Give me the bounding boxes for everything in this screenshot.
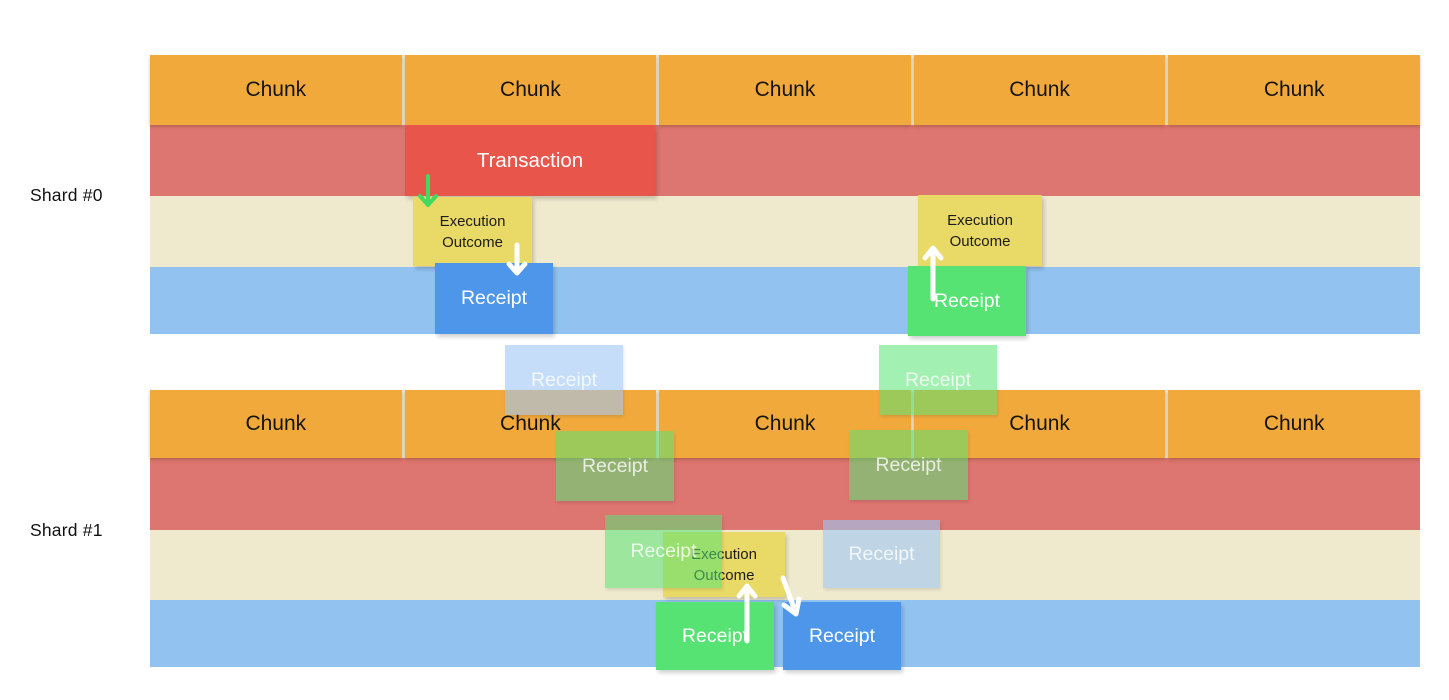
shard0-outcome-band bbox=[150, 196, 1420, 267]
receipt-box-faded-green-to-shard0: Receipt bbox=[879, 345, 997, 415]
shard0-chunk-1: Chunk bbox=[150, 55, 402, 125]
shard0-chunk-5: Chunk bbox=[1168, 55, 1420, 125]
shard1-transaction-band bbox=[150, 458, 1420, 530]
shard0-receipt-band bbox=[150, 267, 1420, 334]
execution-outcome-box-shard0-left: Execution Outcome bbox=[413, 197, 532, 266]
receipt-box-faded-shard1-chunk-left: Receipt bbox=[556, 431, 674, 501]
receipt-box-faded-shard1-chunk-right: Receipt bbox=[849, 430, 968, 500]
receipt-box-blue-shard1: Receipt bbox=[783, 602, 901, 670]
shard0-chunk-row: Chunk Chunk Chunk Chunk Chunk bbox=[150, 55, 1420, 125]
receipt-box-faded-blue-shard1: Receipt bbox=[823, 520, 940, 588]
receipt-box-green-shard1: Receipt bbox=[656, 602, 774, 670]
execution-outcome-box-shard0-right: Execution Outcome bbox=[918, 195, 1042, 266]
shard0-chunk-4: Chunk bbox=[913, 55, 1166, 125]
shard0-chunk-3: Chunk bbox=[659, 55, 911, 125]
shard0-label: Shard #0 bbox=[30, 185, 103, 205]
shard1-label: Shard #1 bbox=[30, 520, 103, 540]
transaction-box: Transaction bbox=[405, 125, 655, 196]
shard1-chunk-1: Chunk bbox=[150, 390, 402, 458]
shard1-chunk-row: Chunk Chunk Chunk Chunk Chunk bbox=[150, 390, 1420, 458]
shard0-transaction-band bbox=[150, 125, 1420, 196]
receipt-box-blue-shard0: Receipt bbox=[435, 263, 553, 334]
shard0-chunk-2: Chunk bbox=[404, 55, 657, 125]
shard1-outcome-band bbox=[150, 530, 1420, 600]
receipt-box-faded-green-shard1: Receipt bbox=[605, 515, 722, 588]
receipt-box-green-shard0: Receipt bbox=[908, 266, 1026, 336]
receipt-box-faded-blue-to-shard1: Receipt bbox=[505, 345, 623, 415]
shard1-chunk-5: Chunk bbox=[1168, 390, 1420, 458]
